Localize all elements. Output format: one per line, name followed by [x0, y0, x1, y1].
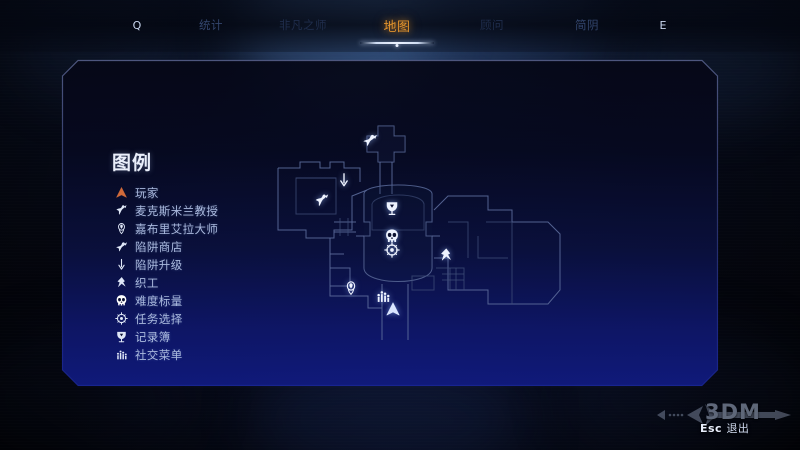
legend-item-journal-book: 记录簿 — [112, 328, 262, 345]
top-tab-bar: Q 统计 非凡之师 地图 顾问 简阴 E — [0, 0, 800, 52]
professor-icon — [112, 203, 131, 218]
tab-list: Q 统计 非凡之师 地图 顾问 简阴 E — [107, 10, 693, 47]
map-marker-master[interactable] — [343, 280, 359, 296]
tab-label: 顾问 — [480, 18, 504, 32]
legend-item-label: 任务选择 — [135, 311, 183, 326]
tab-label: 简阴 — [575, 18, 599, 32]
map-legend: 图例 玩家麦克斯米兰教授嘉布里艾拉大师陷阱商店陷阱升级织工难度标量任务选择记录簿… — [112, 148, 262, 364]
skull-difficulty-icon — [112, 293, 131, 308]
legend-item-label: 麦克斯米兰教授 — [135, 203, 219, 218]
master-icon — [112, 221, 131, 236]
tab-next-key[interactable]: E — [633, 13, 693, 40]
tab-label: 地图 — [383, 19, 411, 35]
legend-item-list: 玩家麦克斯米兰教授嘉布里艾拉大师陷阱商店陷阱升级织工难度标量任务选择记录簿社交菜… — [112, 184, 262, 363]
tab-stats[interactable]: 统计 — [167, 11, 255, 41]
legend-item-label: 记录簿 — [135, 329, 171, 344]
legend-item-label: 陷阱升级 — [135, 257, 183, 272]
watermark-text: 3DM — [705, 400, 761, 424]
legend-item-trap-upgrade: 陷阱升级 — [112, 256, 262, 273]
esc-key-label: Esc — [700, 422, 723, 435]
tab-party[interactable]: 非凡之师 — [255, 11, 351, 41]
legend-item-label: 嘉布里艾拉大师 — [135, 221, 219, 236]
tab-prev-key[interactable]: Q — [107, 13, 167, 40]
tab-label: E — [659, 18, 667, 32]
weaver-icon — [112, 275, 131, 290]
legend-item-skull-difficulty: 难度标量 — [112, 292, 262, 309]
map-marker-social[interactable] — [375, 288, 391, 304]
map-marker-difficulty[interactable] — [384, 228, 400, 244]
journal-book-icon — [112, 329, 131, 344]
dungeon-map[interactable] — [272, 118, 572, 340]
legend-item-weaver: 织工 — [112, 274, 262, 291]
legend-title: 图例 — [112, 152, 153, 174]
map-marker-player[interactable] — [385, 301, 401, 317]
legend-item-label: 织工 — [135, 275, 159, 290]
active-tab-dot — [395, 43, 399, 47]
esc-exit-hint[interactable]: Esc 退出 — [700, 420, 749, 436]
tab-label: 非凡之师 — [279, 18, 327, 32]
watermark-arrow-icon — [657, 404, 791, 426]
legend-item-label: 难度标量 — [135, 293, 183, 308]
map-marker-trap-shop[interactable] — [362, 132, 378, 148]
legend-item-social-menu: 社交菜单 — [112, 346, 262, 363]
tab-advisor[interactable]: 顾问 — [443, 11, 541, 41]
esc-action-label: 退出 — [726, 422, 750, 435]
tab-label: 统计 — [199, 18, 223, 32]
legend-item-professor: 麦克斯米兰教授 — [112, 202, 262, 219]
trap-upgrade-icon — [112, 257, 131, 272]
legend-item-player-triangle: 玩家 — [112, 184, 262, 201]
tab-journal[interactable]: 简阴 — [541, 11, 633, 41]
legend-item-label: 陷阱商店 — [135, 239, 183, 254]
map-marker-professor[interactable] — [314, 193, 330, 209]
tab-map[interactable]: 地图 — [351, 10, 443, 47]
map-marker-weaver[interactable] — [438, 247, 454, 263]
legend-item-quest-select: 任务选择 — [112, 310, 262, 327]
legend-item-label: 社交菜单 — [135, 347, 183, 362]
map-marker-trap-upgrade[interactable] — [336, 172, 352, 188]
social-menu-icon — [112, 347, 131, 362]
player-triangle-icon — [112, 185, 131, 200]
legend-item-label: 玩家 — [135, 185, 159, 200]
trap-shop-icon — [112, 239, 131, 254]
legend-item-master: 嘉布里艾拉大师 — [112, 220, 262, 237]
watermark-3dm: 3DM — [655, 398, 795, 446]
map-marker-quest-select[interactable] — [384, 242, 400, 258]
quest-select-icon — [112, 311, 131, 326]
map-marker-journal[interactable] — [384, 200, 400, 216]
legend-item-trap-shop: 陷阱商店 — [112, 238, 262, 255]
tab-label: Q — [132, 18, 142, 32]
active-tab-underline — [360, 42, 434, 44]
